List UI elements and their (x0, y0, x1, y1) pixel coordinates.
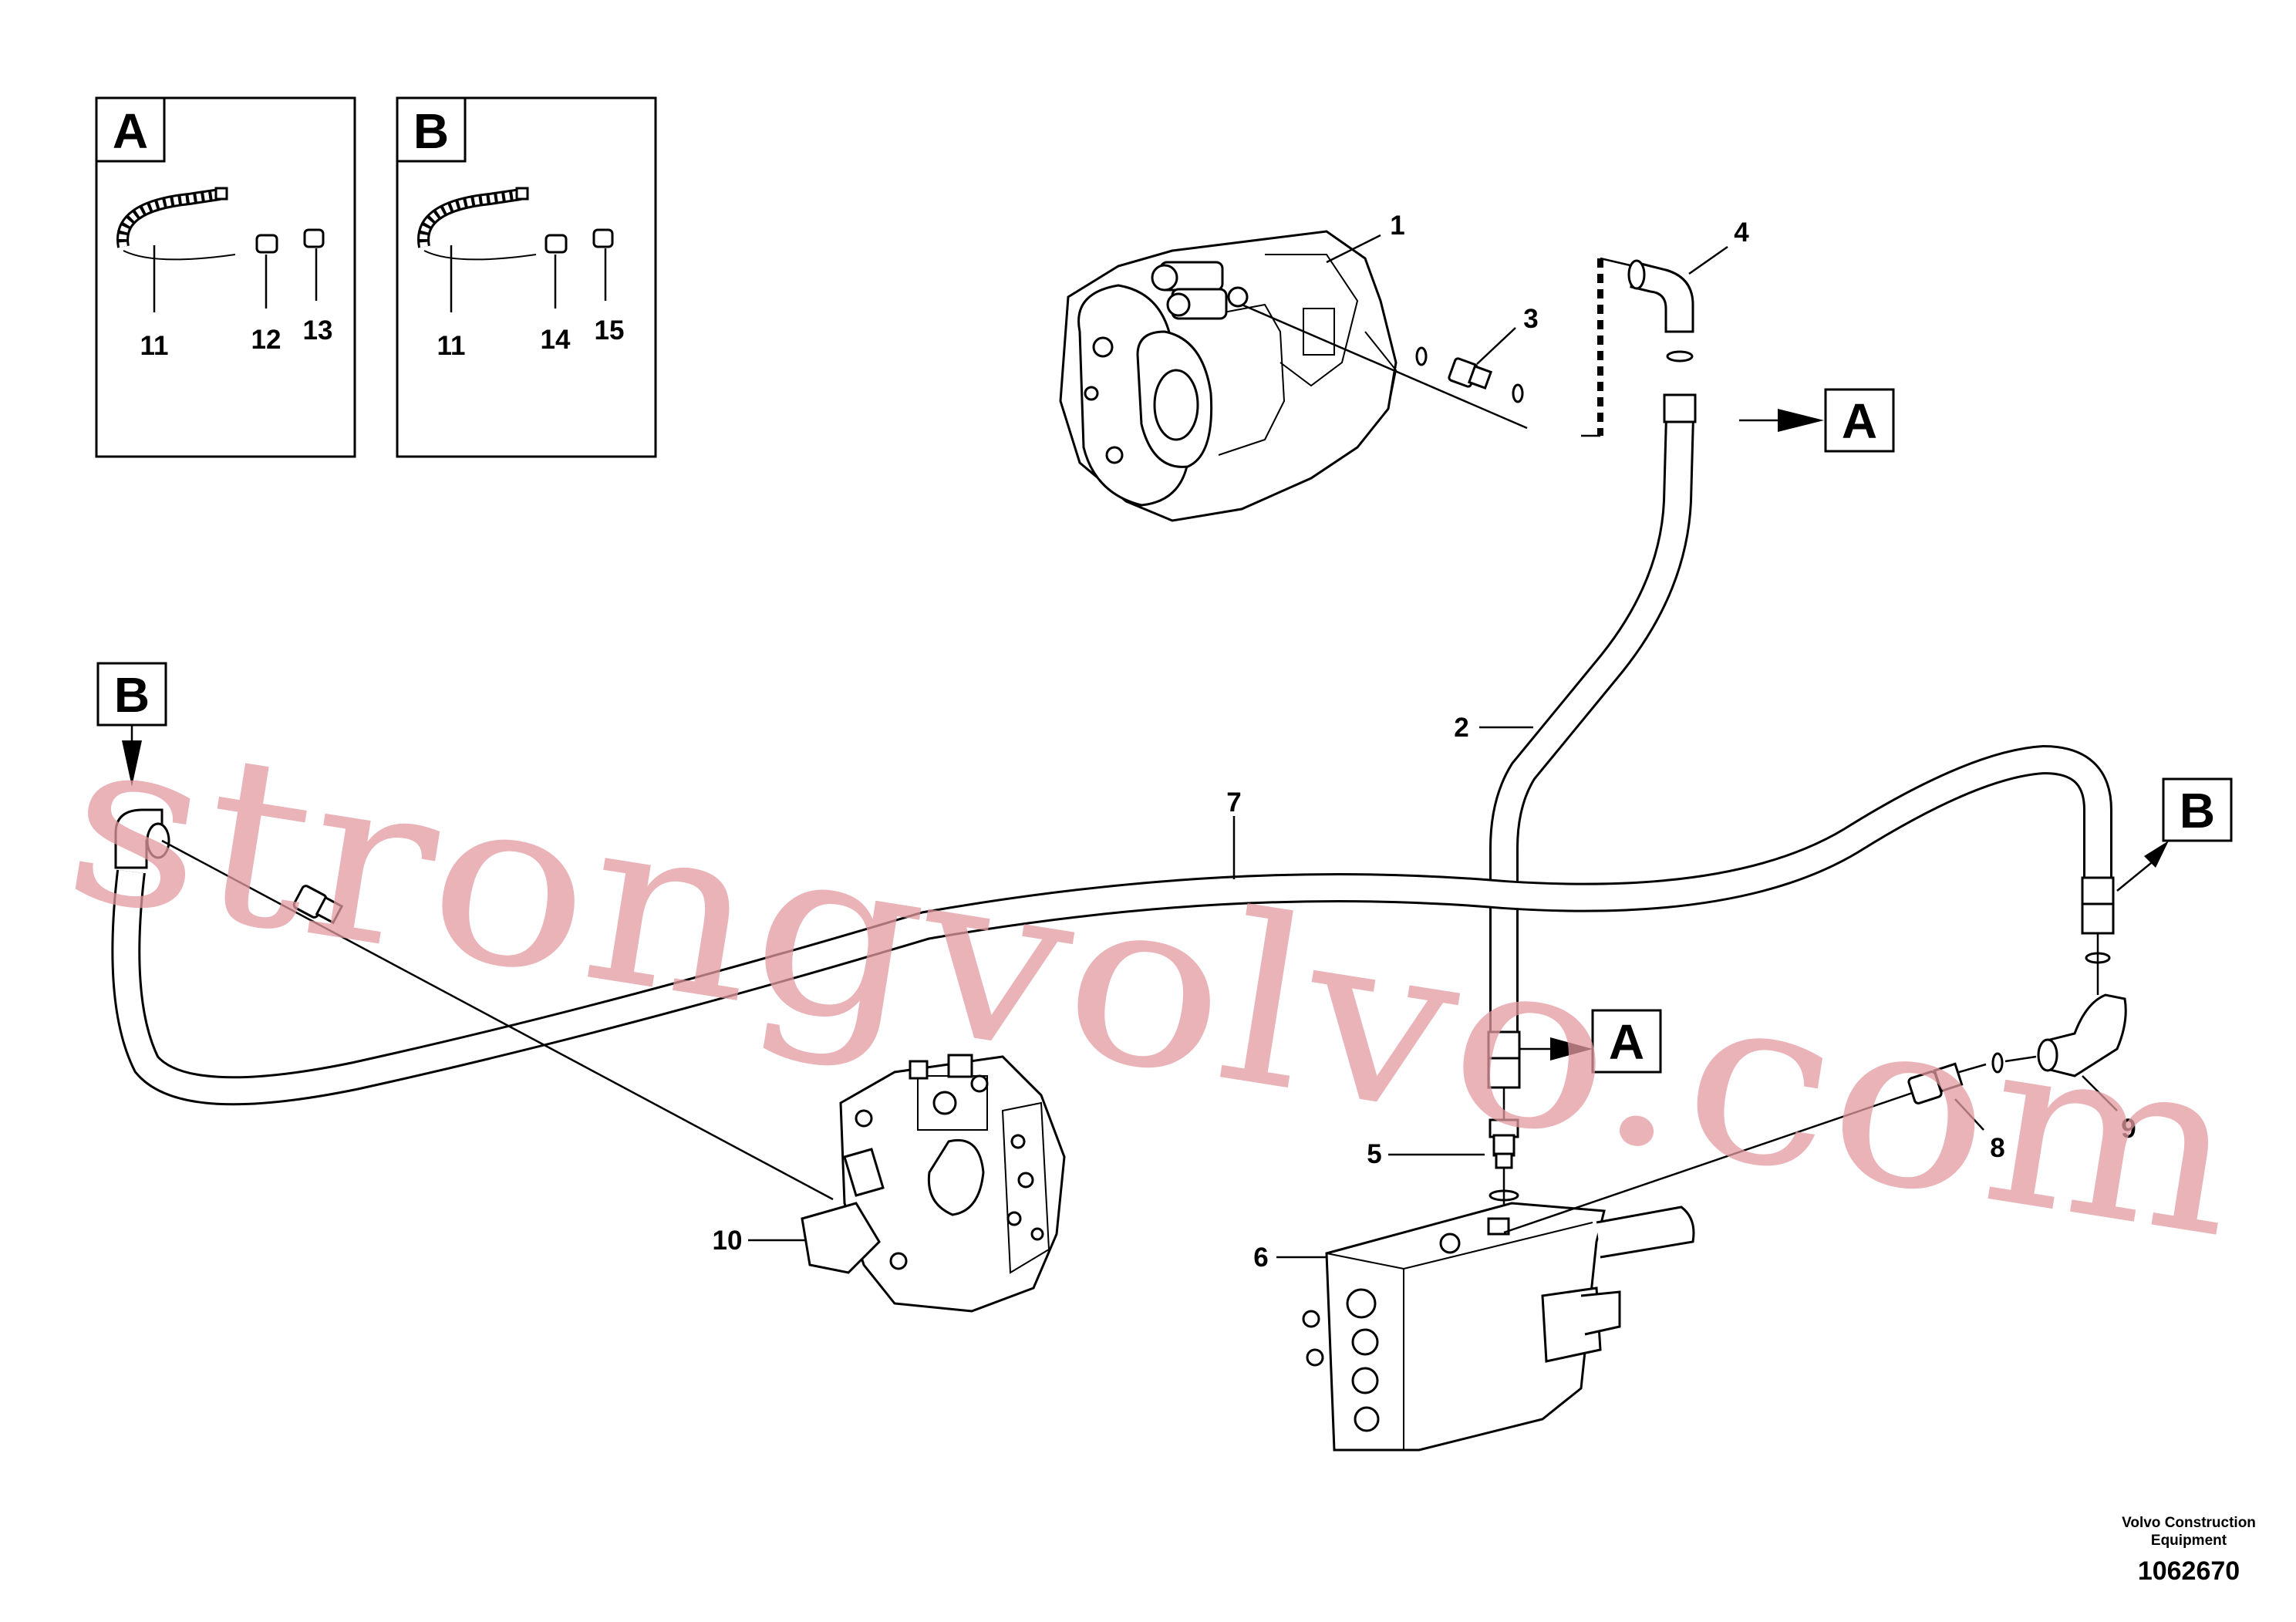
fitting-8 (1907, 1052, 2004, 1104)
kit-b-item-11: 11 (437, 331, 466, 361)
kit-a-letter: A (113, 103, 148, 159)
cable-tie-icon (417, 187, 537, 312)
figure-number: 1062670 (2138, 1556, 2240, 1586)
sleeve-icon-12 (255, 234, 278, 309)
callout-b-left-letter: B (114, 667, 150, 723)
company-line-1: Volvo Construction (2122, 1515, 2256, 1531)
callout-a-lower: A (1519, 1009, 1662, 1074)
kit-b-item-15: 15 (595, 315, 625, 346)
control-valve-10 (801, 1054, 1066, 1313)
part-number-2: 2 (1454, 713, 1468, 743)
callout-a-upper-letter: A (1842, 393, 1877, 449)
watermark-text: strongvolvo.com (51, 681, 2257, 1290)
valve-block-6 (1302, 1202, 1695, 1452)
callout-a-upper: A (1739, 388, 1895, 453)
callout-a-lower-letter: A (1609, 1014, 1644, 1070)
hose-2 (1487, 393, 1697, 1089)
hose-7 (111, 744, 2115, 1106)
part-number-6: 6 (1253, 1243, 1268, 1273)
hydraulic-pump (1059, 230, 1397, 522)
part-number-4: 4 (1734, 218, 1749, 248)
sleeve-icon-13 (303, 228, 325, 301)
kit-b-letter: B (413, 103, 449, 159)
footer: Volvo Construction Equipment 1062670 (2122, 1515, 2256, 1586)
callout-b-right-letter: B (2180, 783, 2215, 838)
part-number-5: 5 (1367, 1139, 1381, 1169)
callout-b-left: B (96, 662, 167, 787)
callout-b-right: B (2116, 777, 2233, 892)
fitting-left-inline (292, 885, 344, 925)
elbow-fitting-left (114, 808, 170, 869)
kit-box-b: B 11 14 15 (396, 96, 657, 458)
part-number-9: 9 (2121, 1114, 2136, 1144)
sleeve-icon-15 (592, 228, 614, 301)
kit-box-a: A 11 12 13 (95, 96, 356, 458)
kit-b-item-14: 14 (541, 325, 571, 355)
sleeve-icon-14 (544, 234, 568, 309)
part-number-3: 3 (1523, 304, 1538, 334)
kit-a-item-13: 13 (303, 315, 333, 346)
kit-a-item-12: 12 (251, 325, 282, 355)
part-number-7: 7 (1226, 787, 1241, 818)
part-number-10: 10 (713, 1226, 743, 1256)
part-number-1: 1 (1390, 211, 1404, 241)
part-number-8: 8 (1990, 1133, 2004, 1163)
company-line-2: Equipment (2151, 1533, 2227, 1549)
cable-tie-icon (116, 187, 236, 312)
elbow-fitting-4 (1627, 259, 1694, 363)
kit-a-item-11: 11 (140, 331, 169, 361)
fitting-3 (1448, 357, 1524, 403)
